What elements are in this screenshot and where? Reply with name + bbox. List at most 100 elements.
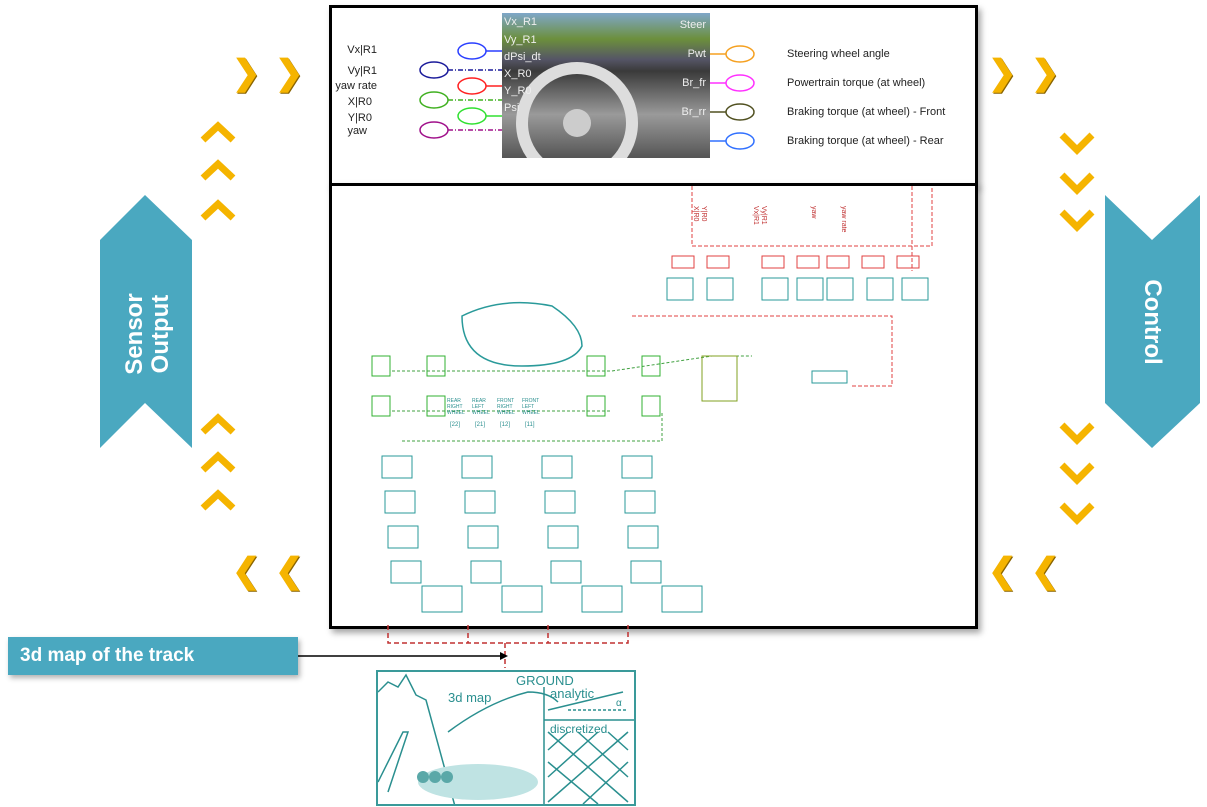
wheel-label: REAR RIGHT WHEEL bbox=[447, 398, 465, 416]
wheel-chain-block bbox=[544, 490, 576, 514]
tire-road-block bbox=[421, 585, 463, 613]
chevron-left-icon: ❮ bbox=[232, 552, 261, 590]
wheel-chain-block bbox=[541, 455, 573, 479]
tire-road-block bbox=[661, 585, 703, 613]
wheel-chain-block bbox=[630, 560, 662, 584]
port-label: dPsi_dt bbox=[504, 51, 541, 63]
tire-road-block bbox=[581, 585, 623, 613]
sensor-block bbox=[901, 277, 929, 301]
brake-block bbox=[426, 395, 446, 417]
wheel-chain-block bbox=[627, 525, 659, 549]
output-label: Braking torque (at wheel) - Rear bbox=[787, 135, 944, 147]
input-label: yaw bbox=[347, 125, 367, 137]
sensor-label: X|R0 bbox=[692, 206, 699, 222]
sensor-label: Y|R0 bbox=[700, 206, 707, 222]
output-label: Powertrain torque (at wheel) bbox=[787, 77, 926, 89]
wheel-id: [11] bbox=[525, 422, 535, 428]
sensor-output-label: Sensor Output bbox=[121, 293, 174, 375]
wheel-label: FRONT RIGHT WHEEL bbox=[497, 398, 515, 416]
wheel-label: FRONT LEFT WHEEL bbox=[522, 398, 540, 416]
gain-block bbox=[896, 255, 920, 269]
brake-block bbox=[586, 355, 606, 377]
sensor-block bbox=[666, 277, 694, 301]
wheel-id: [12] bbox=[500, 422, 511, 428]
port-label: Br_fr bbox=[682, 77, 706, 89]
input-label: X|R0 bbox=[347, 96, 372, 108]
driver-model-block: Vx|R1 Vy|R1 yaw rate X|R0 Y|R0 yaw Vx_R1… bbox=[329, 5, 978, 186]
brake-block bbox=[371, 355, 391, 377]
wheel-chain-block bbox=[384, 490, 416, 514]
signal-connectors bbox=[419, 42, 755, 150]
wheel-id: [21] bbox=[475, 422, 486, 428]
output-label: Steering wheel angle bbox=[787, 48, 890, 60]
sensor-label: Vy|R1 bbox=[760, 206, 767, 225]
wheel-chain-block bbox=[464, 490, 496, 514]
controller-block bbox=[811, 370, 848, 384]
port-label: Pwt bbox=[687, 48, 706, 60]
input-label: Vy|R1 bbox=[347, 65, 377, 77]
brake-block bbox=[371, 395, 391, 417]
input-label: Y|R0 bbox=[347, 112, 372, 124]
chevron-left-icon: ❮ bbox=[275, 552, 304, 590]
gain-block bbox=[671, 255, 695, 269]
chevron-right-icon: ❯ bbox=[275, 54, 304, 92]
brake-block bbox=[426, 355, 446, 377]
wheel-chain-block bbox=[467, 525, 499, 549]
wheel-chain-block bbox=[387, 525, 419, 549]
port-label: Br_rr bbox=[681, 106, 706, 118]
ground-model: GROUND 3d map analytic α discretized bbox=[376, 670, 636, 806]
sensor-label: yaw bbox=[810, 206, 817, 219]
brake-block bbox=[641, 395, 661, 417]
vehicle-schematic: X|R0 Y|R0 Vx|R1 Vy|R1 yaw yaw rate REAR … bbox=[329, 183, 978, 629]
gain-block bbox=[706, 255, 730, 269]
input-label: Vx|R1 bbox=[347, 44, 377, 56]
wheel-chain-block bbox=[547, 525, 579, 549]
gain-block bbox=[826, 255, 850, 269]
wheel-chain-block bbox=[381, 455, 413, 479]
control-label: Control bbox=[1139, 279, 1166, 365]
driver-simulator-view: Vx_R1 Vy_R1 dPsi_dt X_R0 Y_R0 Psi Steer … bbox=[502, 13, 710, 158]
chevron-right-icon: ❯ bbox=[1031, 54, 1060, 92]
port-label: Y_R0 bbox=[504, 85, 532, 97]
wheel-id: [22] bbox=[450, 422, 461, 428]
wheel-chain-block bbox=[390, 560, 422, 584]
wheel-chain-block bbox=[470, 560, 502, 584]
sensor-block bbox=[761, 277, 789, 301]
control-arrow bbox=[1105, 195, 1200, 448]
gain-block bbox=[796, 255, 820, 269]
sensor-block bbox=[796, 277, 824, 301]
tire-road-block bbox=[501, 585, 543, 613]
sensor-label: yaw rate bbox=[840, 206, 847, 233]
wheel-chain-block bbox=[461, 455, 493, 479]
brake-block bbox=[641, 355, 661, 377]
map-label: 3d map bbox=[448, 690, 492, 705]
chevron-right-icon: ❯ bbox=[988, 54, 1017, 92]
output-label: Braking torque (at wheel) - Front bbox=[787, 106, 946, 118]
input-label: yaw rate bbox=[335, 80, 377, 92]
wheel-chain-block bbox=[621, 455, 653, 479]
chevron-right-icon: ❯ bbox=[232, 54, 261, 92]
wheel-chain-block bbox=[624, 490, 656, 514]
gain-block bbox=[861, 255, 885, 269]
analytic-label: analytic bbox=[550, 686, 595, 701]
gain-block bbox=[761, 255, 785, 269]
chevron-left-icon: ❮ bbox=[988, 552, 1017, 590]
port-label: Steer bbox=[679, 19, 706, 31]
sensor-block bbox=[866, 277, 894, 301]
port-label: Vx_R1 bbox=[504, 16, 538, 28]
brake-block bbox=[586, 395, 606, 417]
sensor-label: Vx|R1 bbox=[752, 206, 759, 225]
gearbox-block bbox=[701, 355, 738, 402]
sensor-output-arrow bbox=[100, 195, 192, 448]
sensor-block bbox=[706, 277, 734, 301]
track-map-label: 3d map of the track bbox=[8, 637, 298, 675]
port-label: Vy_R1 bbox=[504, 34, 537, 46]
discretized-label: discretized bbox=[550, 722, 608, 736]
schematic-drawing bbox=[371, 186, 933, 613]
chevron-left-icon: ❮ bbox=[1031, 552, 1060, 590]
wheel-label: REAR LEFT WHEEL bbox=[472, 398, 490, 416]
ground-title: GROUND bbox=[516, 673, 574, 688]
angle-symbol: α bbox=[616, 698, 622, 709]
port-label: X_R0 bbox=[504, 68, 532, 80]
